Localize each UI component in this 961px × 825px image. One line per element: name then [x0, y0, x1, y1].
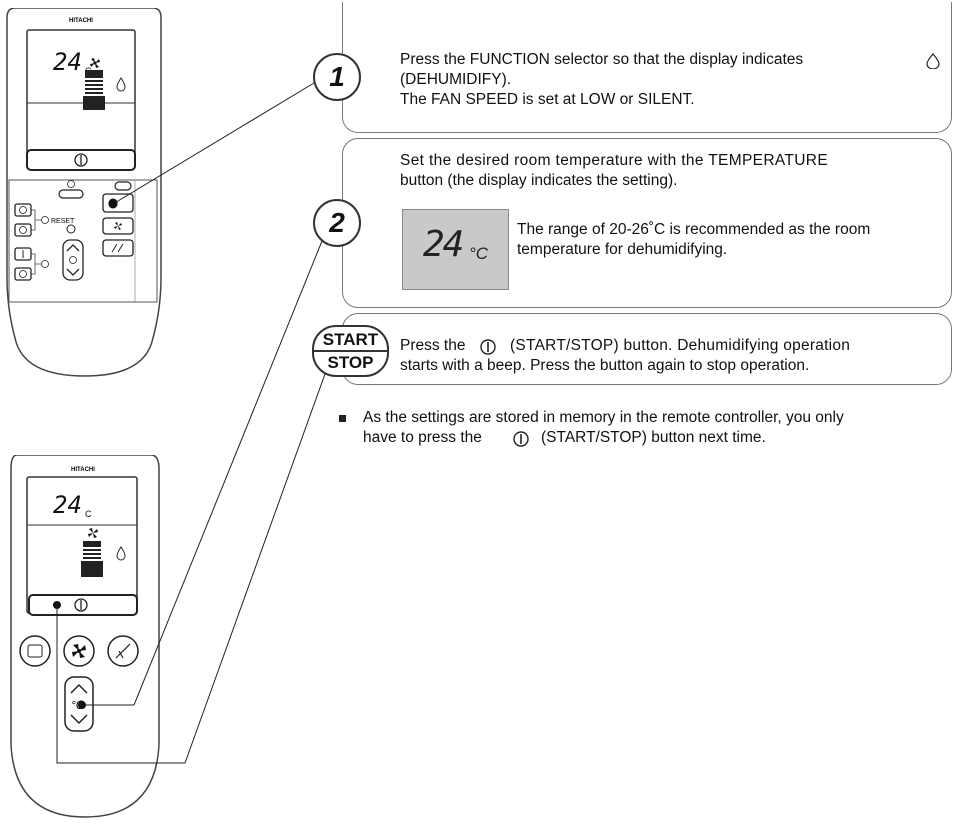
fan-speed-button[interactable]	[102, 217, 134, 235]
step-3-line-1-a: Press the	[400, 337, 466, 354]
airflow-louver-icon	[83, 70, 105, 110]
remote-bottom-display-unit: C	[85, 509, 92, 519]
louver-icon	[115, 643, 131, 659]
airflow-louver-icon	[81, 541, 103, 577]
dehumidify-drop-icon	[926, 53, 940, 69]
note-line-2-b: (START/STOP) button next time.	[541, 429, 766, 446]
step-3-line-1-b: (START/STOP) button. Dehumidifying opera…	[510, 337, 851, 354]
step-1-number: 1	[329, 61, 345, 92]
temperature-up-icon	[70, 683, 88, 694]
start-stop-badge-start: START	[322, 330, 379, 349]
timer-set-button[interactable]	[58, 189, 84, 199]
step-2-line-1: Set the desired room temperature with th…	[400, 152, 829, 169]
step-2-number: 2	[329, 207, 345, 238]
step-3-line-2: starts with a beep. Press the button aga…	[400, 357, 810, 374]
temperature-down-icon	[70, 714, 88, 725]
step-1-number-badge: 1	[313, 53, 361, 101]
reset-button[interactable]	[66, 224, 76, 234]
step-2-number-badge: 2	[313, 199, 361, 247]
fan-icon	[114, 222, 122, 230]
power-icon	[74, 598, 88, 612]
temperature-display-example: 24 °C	[402, 209, 509, 290]
remote-controller-top: HITACHI 24 C RESET	[6, 8, 162, 377]
note-bullet	[339, 415, 346, 422]
mode-button[interactable]	[19, 635, 51, 667]
step-2-note-line-1: The range of 20-26˚C is recommended as t…	[517, 221, 871, 238]
reset-label: RESET	[51, 218, 75, 225]
note-line-1: As the settings are stored in memory in …	[363, 409, 844, 426]
remote-bottom-brand: HITACHI	[71, 467, 95, 473]
fan-icon	[90, 58, 100, 68]
fan-icon	[72, 644, 86, 658]
sleep-button[interactable]	[114, 181, 132, 191]
power-icon	[513, 431, 529, 447]
louver-button[interactable]	[102, 239, 134, 257]
temperature-display-value: 24	[423, 224, 464, 265]
step-1-line-2: (DEHUMIDIFY).	[400, 71, 512, 88]
fan-icon	[88, 528, 98, 538]
step-2-note-line-2: temperature for dehumidifying.	[517, 241, 728, 258]
note-line-2-a: have to press the	[363, 429, 482, 446]
step-2-line-2: button (the display indicates the settin…	[400, 172, 678, 189]
louver-icon	[111, 243, 124, 253]
clock-icon	[41, 260, 49, 268]
step-1-line-1: Press the FUNCTION selector so that the …	[400, 51, 804, 68]
step-1-card: Press the FUNCTION selector so that the …	[342, 2, 952, 133]
power-icon	[480, 339, 496, 355]
start-stop-button[interactable]	[28, 594, 138, 616]
clock-icon	[67, 180, 75, 188]
dehumidify-drop-icon	[116, 77, 126, 92]
temperature-display-unit: °C	[469, 244, 489, 263]
remote-controller-bottom: HITACHI 24 C °C	[10, 455, 160, 818]
step-1-line-3: The FAN SPEED is set at LOW or SILENT.	[400, 91, 695, 108]
start-stop-badge: START STOP	[312, 325, 389, 377]
power-icon	[74, 153, 88, 167]
remote-top-display-temp: 24	[53, 48, 82, 76]
clock-icon	[41, 216, 49, 224]
remote-top-brand: HITACHI	[69, 18, 93, 24]
start-stop-badge-stop: STOP	[327, 353, 374, 372]
dehumidify-drop-icon	[116, 546, 126, 561]
mode-icon	[27, 644, 43, 658]
remote-bottom-display-temp: 24	[53, 491, 82, 519]
step-3-card: Press the (START/STOP) button. Dehumidif…	[342, 313, 952, 385]
